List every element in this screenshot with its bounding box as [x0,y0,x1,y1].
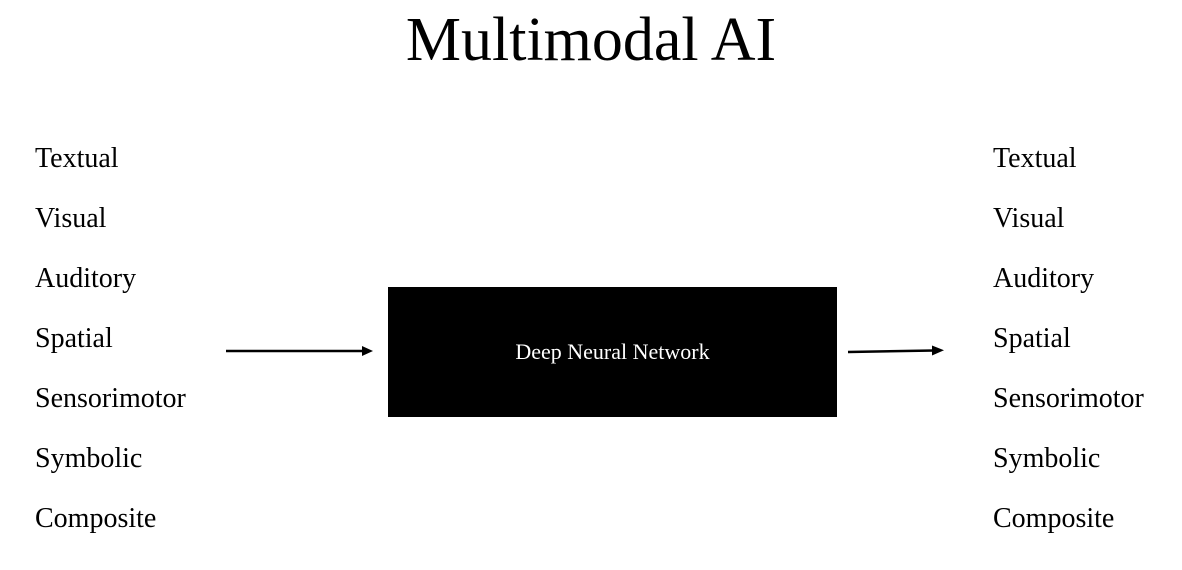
input-modality-item: Visual [35,203,107,234]
output-modality-item: Spatial [993,323,1071,354]
output-modality-item: Auditory [993,263,1095,294]
diagram-title: Multimodal AI [405,6,777,74]
input-arrow [226,346,373,356]
deep-neural-network-box: Deep Neural Network [388,287,837,417]
input-modality-item: Symbolic [35,443,143,474]
output-modality-item: Visual [993,203,1065,234]
output-modality-item: Textual [993,143,1077,174]
input-modality-item: Spatial [35,323,113,354]
output-arrow [847,345,944,356]
input-modality-item: Composite [35,503,157,534]
deep-neural-network-label: Deep Neural Network [515,339,710,364]
input-modality-item: Sensorimotor [35,383,186,414]
output-modality-item: Sensorimotor [993,383,1144,414]
input-modalities-list: Textual Visual Auditory Spatial Sensorim… [35,141,186,561]
input-modality-item: Textual [35,143,119,174]
output-modality-item: Symbolic [993,443,1101,474]
output-modality-item: Composite [993,503,1115,534]
output-modalities-list: Textual Visual Auditory Spatial Sensorim… [993,141,1144,561]
input-modality-item: Auditory [35,263,137,294]
